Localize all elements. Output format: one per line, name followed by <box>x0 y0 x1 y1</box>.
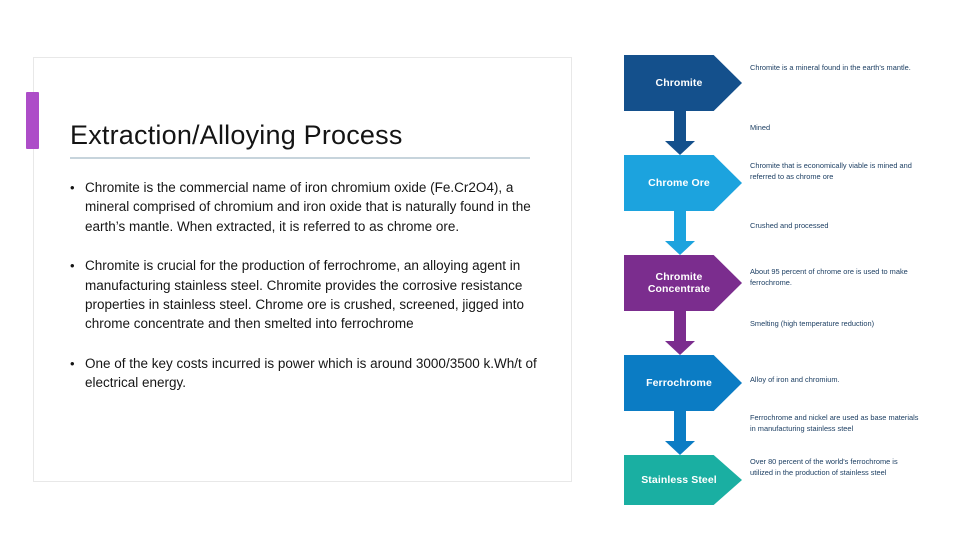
flow-process-label: Smelting (high temperature reduction) <box>750 319 875 328</box>
flow-chevron-label: Chromite Concentrate <box>647 270 711 296</box>
bullet-text: Chromite is crucial for the production o… <box>85 258 524 332</box>
bullet-text: Chromite is the commercial name of iron … <box>85 180 531 234</box>
flow-chevron-chromite: Chromite <box>624 55 742 111</box>
bullet-marker-icon: • <box>70 355 75 371</box>
page-title: Extraction/Alloying Process <box>70 120 403 151</box>
flow-chevron-label: Chrome Ore <box>648 176 710 189</box>
bullet-marker-icon: • <box>70 180 75 195</box>
flow-arrow-down-icon <box>665 211 695 255</box>
flow-stage-description: Over 80 percent of the world's ferrochro… <box>750 457 898 477</box>
flow-arrow-down-icon <box>665 111 695 155</box>
flow-stage-chromite-concentrate: Chromite Concentrate About 95 percent of… <box>624 255 924 311</box>
flow-process-label: Crushed and processed <box>750 221 829 230</box>
flow-process-label: Ferrochrome and nickel are used as base … <box>750 413 919 433</box>
flow-stage-chromite: Chromite Chromite is a mineral found in … <box>624 55 924 111</box>
flow-stage-description: About 95 percent of chrome ore is used t… <box>750 267 908 287</box>
flow-stage-ferrochrome: Ferrochrome Alloy of iron and chromium. <box>624 355 924 411</box>
list-item: • One of the key costs incurred is power… <box>70 354 550 393</box>
flow-chevron-label: Stainless Steel <box>641 473 717 486</box>
flow-chevron-chromite-concentrate: Chromite Concentrate <box>624 255 742 311</box>
flow-arrow-down-icon <box>665 311 695 355</box>
title-divider <box>70 157 530 159</box>
flow-chevron-label: Chromite <box>655 76 703 89</box>
flow-stage-stainless-steel: Stainless Steel Over 80 percent of the w… <box>624 455 924 505</box>
bullet-list: • Chromite is the commercial name of iro… <box>70 178 550 413</box>
flow-chevron-label: Ferrochrome <box>646 376 712 389</box>
content-card <box>33 57 572 482</box>
bullet-text: One of the key costs incurred is power w… <box>85 355 537 391</box>
flow-stage-description: Chromite that is economically viable is … <box>750 161 912 181</box>
flow-stage-chrome-ore: Chrome Ore Chromite that is economically… <box>624 155 924 211</box>
list-item: • Chromite is crucial for the production… <box>70 256 550 334</box>
list-item: • Chromite is the commercial name of iro… <box>70 178 550 236</box>
flow-process-label: Mined <box>750 123 771 132</box>
flow-chevron-chrome-ore: Chrome Ore <box>624 155 742 211</box>
flow-stage-description: Chromite is a mineral found in the earth… <box>750 63 911 72</box>
flow-stage-description: Alloy of iron and chromium. <box>750 375 840 384</box>
process-flow-diagram: Chromite Chromite is a mineral found in … <box>624 55 924 505</box>
bullet-marker-icon: • <box>70 258 75 274</box>
title-accent-bar <box>26 92 39 149</box>
flow-chevron-stainless-steel: Stainless Steel <box>624 455 742 505</box>
flow-arrow-down-icon <box>665 411 695 455</box>
flow-chevron-ferrochrome: Ferrochrome <box>624 355 742 411</box>
